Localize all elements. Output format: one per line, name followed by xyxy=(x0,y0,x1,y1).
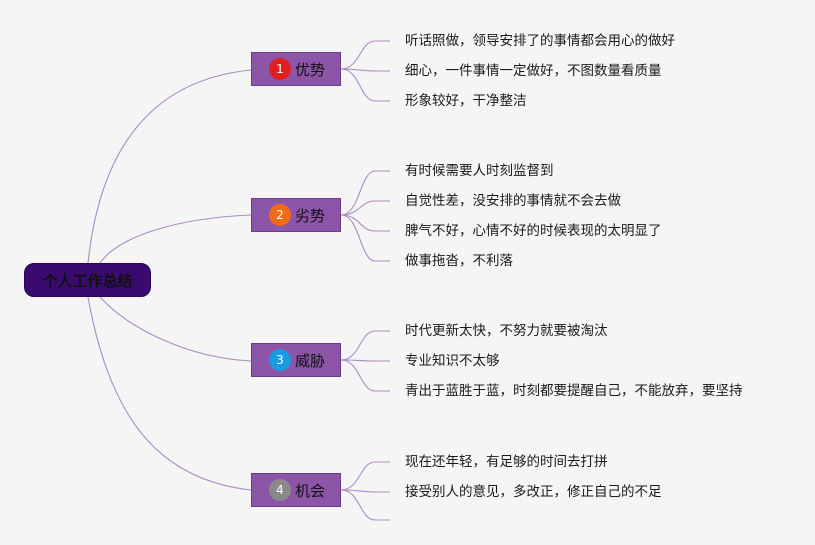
root-to-branch-connector xyxy=(99,214,252,264)
branch-node-strengths[interactable]: 1 优势 xyxy=(251,52,341,86)
root-label: 个人工作总结 xyxy=(42,271,133,290)
branch-node-weaknesses[interactable]: 2 劣势 xyxy=(251,198,341,232)
branch-to-leaf-connector xyxy=(340,68,390,102)
leaf-item[interactable]: 时代更新太快，不努力就要被淘汰 xyxy=(405,323,608,339)
leaf-item[interactable]: 形象较好，干净整洁 xyxy=(405,93,527,109)
branch-node-opportunities[interactable]: 4 机会 xyxy=(251,473,341,507)
leaf-item[interactable]: 细心，一件事情一定做好，不图数量看质量 xyxy=(405,63,662,79)
root-to-branch-connector xyxy=(87,296,252,491)
leaf-item[interactable]: 有时候需要人时刻监督到 xyxy=(405,163,554,179)
leaf-item[interactable]: 青出于蓝胜于蓝，时刻都要提醒自己，不能放弃，要坚持 xyxy=(405,383,743,399)
branch-to-leaf-connector xyxy=(340,359,390,362)
number-badge-icon: 4 xyxy=(269,479,291,501)
root-to-branch-connector xyxy=(99,296,252,362)
branch-to-leaf-connector xyxy=(340,170,390,216)
number-badge-icon: 2 xyxy=(269,204,291,226)
branch-to-leaf-connector xyxy=(340,214,390,262)
branch-label: 威胁 xyxy=(295,351,326,370)
leaf-item[interactable]: 听话照做，领导安排了的事情都会用心的做好 xyxy=(405,33,675,49)
leaf-item[interactable]: 做事拖沓，不利落 xyxy=(405,253,513,269)
number-badge-icon: 3 xyxy=(269,349,291,371)
branch-to-leaf-connector xyxy=(340,461,390,491)
branch-to-leaf-connector xyxy=(340,489,390,521)
branch-node-threats[interactable]: 3 威胁 xyxy=(251,343,341,377)
leaf-item[interactable]: 专业知识不太够 xyxy=(405,353,500,369)
leaf-item[interactable]: 接受别人的意见，多改正，修正自己的不足 xyxy=(405,484,662,500)
leaf-item[interactable]: 自觉性差，没安排的事情就不会去做 xyxy=(405,193,621,209)
root-to-branch-connector xyxy=(87,69,252,264)
leaf-item[interactable]: 脾气不好，心情不好的时候表现的太明显了 xyxy=(405,223,662,239)
branch-to-leaf-connector xyxy=(340,200,390,216)
branch-label: 劣势 xyxy=(295,206,326,225)
leaf-item[interactable]: 现在还年轻，有足够的时间去打拼 xyxy=(405,454,608,470)
branch-to-leaf-connector xyxy=(340,489,390,493)
branch-to-leaf-connector xyxy=(340,214,390,232)
root-node[interactable]: 个人工作总结 xyxy=(24,263,151,297)
branch-to-leaf-connector xyxy=(340,330,390,361)
branch-label: 机会 xyxy=(295,481,326,500)
number-badge-icon: 1 xyxy=(269,58,291,80)
branch-to-leaf-connector xyxy=(340,40,390,70)
branch-label: 优势 xyxy=(295,60,326,79)
branch-to-leaf-connector xyxy=(340,68,390,72)
branch-to-leaf-connector xyxy=(340,359,390,392)
